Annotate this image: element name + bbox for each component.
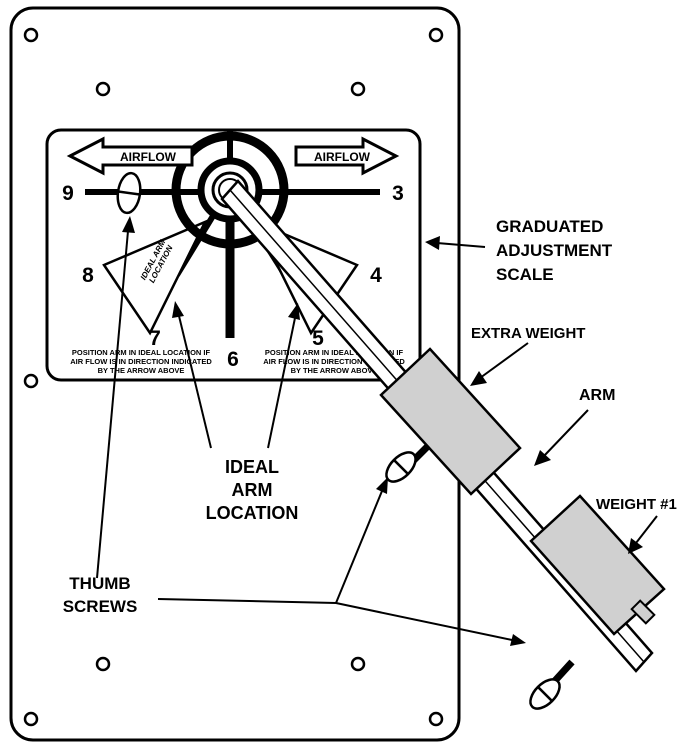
weight1-label: WEIGHT #1	[596, 496, 677, 513]
airflow-arrow-left	[66, 136, 194, 176]
scale-number-3: 3	[392, 182, 404, 205]
mounting-hole	[23, 373, 39, 389]
mounting-holes	[23, 27, 444, 727]
weight-1	[529, 494, 666, 710]
mounting-hole	[428, 27, 444, 43]
mounting-hole	[95, 81, 111, 97]
note-right-line1: POSITION ARM IN IDEAL LOCATION IF	[265, 348, 404, 357]
scale-number-6: 6	[227, 348, 239, 371]
scale-number-4: 4	[370, 264, 382, 287]
graduated-line3: SCALE	[496, 265, 554, 284]
graduated-line1: GRADUATED	[496, 217, 603, 236]
airflow-arrow-right	[294, 136, 400, 176]
ideal-wedge-left	[102, 219, 208, 336]
airflow-left-label: AIRFLOW	[120, 150, 177, 164]
note-right-line2: AIR FLOW IS IN DIRECTION INDICATED	[263, 357, 405, 366]
mounting-hole	[428, 711, 444, 727]
callout-thumb: THUMB SCREWS	[63, 574, 138, 616]
mounting-hole	[23, 711, 39, 727]
thumb-line1: THUMB	[69, 574, 130, 593]
mounting-hole	[23, 27, 39, 43]
callout-graduated: GRADUATED ADJUSTMENT SCALE	[496, 217, 613, 284]
ideal-line2: ARM	[232, 480, 273, 500]
ideal-line3: LOCATION	[206, 503, 299, 523]
scale-number-9: 9	[62, 182, 74, 205]
mounting-hole	[350, 81, 366, 97]
note-left-line1: POSITION ARM IN IDEAL LOCATION IF	[72, 348, 211, 357]
hub-outer-ring	[171, 131, 289, 249]
note-left: POSITION ARM IN IDEAL LOCATION IF AIR FL…	[70, 348, 212, 375]
scale-number-7: 7	[149, 327, 161, 350]
thumb-screw-scale	[116, 171, 142, 215]
mounting-hole	[350, 656, 366, 672]
note-right: POSITION ARM IN IDEAL LOCATION IF AIR FL…	[263, 348, 405, 375]
graduated-line2: ADJUSTMENT	[496, 241, 613, 260]
mounting-hole	[95, 656, 111, 672]
leader-arrows	[96, 216, 658, 646]
callout-ideal: IDEAL ARM LOCATION	[206, 457, 299, 523]
airflow-right-label: AIRFLOW	[314, 150, 371, 164]
thumb-line2: SCREWS	[63, 597, 138, 616]
note-right-line3: BY THE ARROW ABOVE	[291, 366, 378, 375]
scale-number-8: 8	[82, 264, 94, 287]
arm-label: ARM	[579, 387, 615, 404]
ideal-line1: IDEAL	[225, 457, 279, 477]
extra-weight	[379, 347, 522, 496]
note-left-line2: AIR FLOW IS IN DIRECTION INDICATED	[70, 357, 212, 366]
extra-weight-label: EXTRA WEIGHT	[471, 325, 585, 342]
scale-number-5: 5	[312, 327, 324, 350]
note-left-line3: BY THE ARROW ABOVE	[98, 366, 185, 375]
